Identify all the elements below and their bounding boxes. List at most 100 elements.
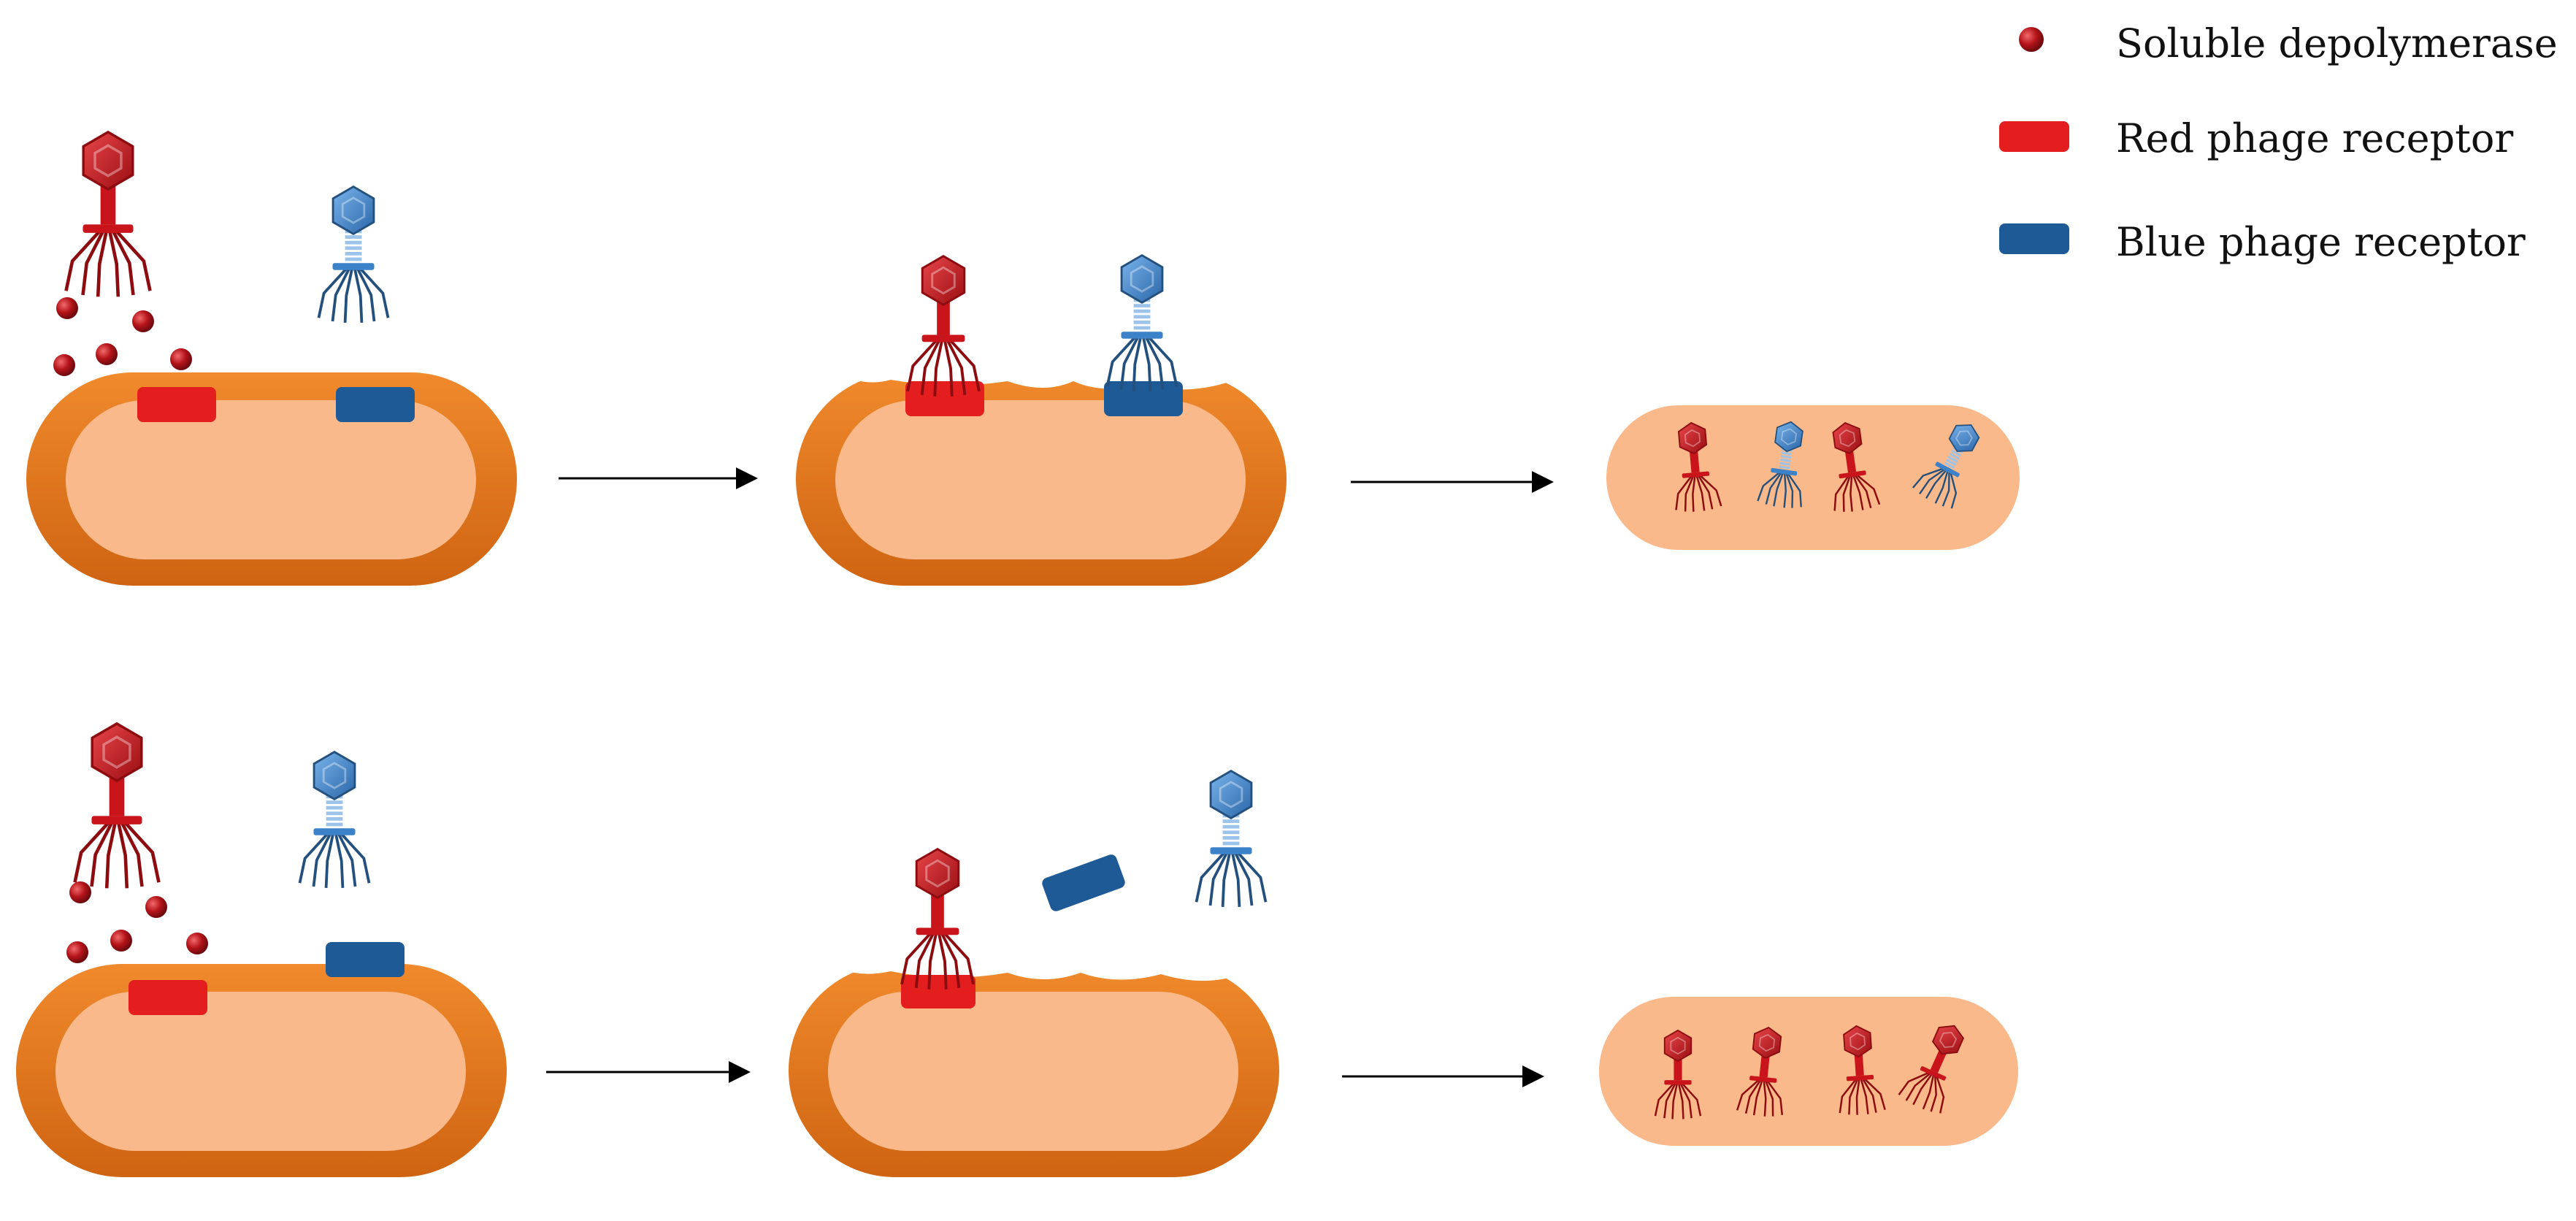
phage-tail bbox=[1689, 450, 1700, 473]
tail-fiber bbox=[1839, 1079, 1857, 1114]
phage-tail bbox=[1759, 1054, 1770, 1078]
tail-fiber bbox=[938, 933, 948, 990]
tail-fiber bbox=[1142, 337, 1152, 391]
blue-phage-icon bbox=[1105, 254, 1178, 391]
tail-fiber bbox=[1752, 1080, 1763, 1116]
phage-head bbox=[921, 254, 966, 307]
red-phage-icon bbox=[1839, 1025, 1886, 1115]
tail-fiber bbox=[1678, 1083, 1684, 1119]
tail-fiber bbox=[123, 822, 161, 883]
depolymerase-icon bbox=[69, 881, 91, 903]
tail-fiber bbox=[943, 932, 975, 985]
lysed-cell-2 bbox=[1599, 997, 2018, 1146]
tail-fiber bbox=[1912, 1073, 1933, 1106]
tail-fiber bbox=[1787, 473, 1802, 508]
phage-tail bbox=[1781, 451, 1793, 456]
baseplate bbox=[83, 224, 134, 233]
tail-fiber bbox=[104, 822, 117, 889]
tail-fiber bbox=[940, 933, 961, 989]
phage-head bbox=[1931, 1025, 1965, 1055]
red-receptor bbox=[129, 980, 207, 1015]
phage-head-facet bbox=[1684, 429, 1701, 448]
blue-receptor-icon bbox=[1999, 223, 2069, 254]
tail-fiber bbox=[1682, 1083, 1702, 1117]
baseplate bbox=[1920, 1066, 1947, 1081]
red-phage-icon bbox=[73, 722, 161, 889]
depolymerase-icon bbox=[53, 354, 75, 376]
phage-head bbox=[1209, 770, 1253, 819]
tail-fiber bbox=[1654, 1083, 1674, 1117]
tail-fiber bbox=[331, 267, 350, 322]
tail-fiber bbox=[1925, 470, 1947, 500]
tail-fiber bbox=[1862, 1079, 1877, 1113]
phage-head-facet bbox=[1219, 781, 1243, 808]
tail-fiber bbox=[1221, 852, 1231, 907]
tail-fiber bbox=[340, 832, 371, 884]
tail-fiber bbox=[298, 832, 329, 884]
phage-tail bbox=[1930, 1049, 1947, 1073]
red-phage-icon bbox=[1675, 421, 1722, 512]
red-sphere-icon bbox=[2019, 27, 2044, 52]
phage-head-facet bbox=[322, 762, 347, 789]
phage-head-facet bbox=[341, 196, 366, 224]
tail-fiber bbox=[343, 268, 353, 323]
tail-fiber bbox=[1854, 475, 1872, 508]
blue-receptor bbox=[336, 387, 415, 422]
phage-tail bbox=[1133, 321, 1151, 324]
tail-fiber bbox=[1237, 851, 1268, 903]
phage-head bbox=[1677, 421, 1708, 455]
tail-fiber bbox=[359, 267, 390, 318]
bacterial-cell-1 bbox=[26, 372, 517, 586]
tail-fiber bbox=[64, 230, 101, 291]
blue-phage-icon bbox=[298, 751, 371, 888]
depolymerase-icon bbox=[132, 310, 154, 332]
tail-fiber bbox=[1698, 475, 1714, 510]
phage-head bbox=[915, 847, 960, 900]
depolymerase-spheres bbox=[53, 297, 208, 963]
tail-fiber bbox=[920, 340, 940, 396]
tail-fiber bbox=[914, 933, 935, 989]
phages bbox=[64, 130, 1980, 1119]
bacterial-cell-2-digested bbox=[796, 369, 1289, 586]
phage-head bbox=[313, 751, 356, 800]
tail-fiber bbox=[1856, 474, 1881, 505]
tail-fiber bbox=[943, 340, 954, 397]
tail-fiber bbox=[1848, 1079, 1859, 1115]
phage-head-facet bbox=[1849, 1032, 1866, 1051]
blue-receptor bbox=[1104, 381, 1183, 416]
tail-fiber bbox=[1736, 1079, 1760, 1111]
tail-fiber bbox=[120, 822, 144, 887]
tail-fiber bbox=[1783, 472, 1787, 508]
tail-fiber bbox=[1195, 851, 1225, 903]
tail-fiber bbox=[1148, 336, 1178, 387]
tail-fiber bbox=[90, 822, 114, 887]
tail-fiber bbox=[1860, 1079, 1869, 1114]
red-phage-icon bbox=[900, 847, 975, 990]
phage-head bbox=[1752, 1026, 1782, 1060]
phage-tail bbox=[345, 246, 362, 250]
phage-tail bbox=[345, 235, 362, 239]
phage-tail bbox=[326, 817, 343, 821]
phage-tail bbox=[1222, 836, 1240, 840]
tail-fiber bbox=[1675, 475, 1693, 510]
tail-fiber bbox=[1234, 851, 1254, 906]
tail-fiber bbox=[1950, 472, 1958, 509]
red-phage-icon bbox=[1736, 1026, 1784, 1117]
baseplate bbox=[91, 816, 142, 824]
tail-fiber bbox=[1208, 851, 1228, 906]
baseplate bbox=[1846, 1074, 1874, 1082]
phage-tail bbox=[1133, 315, 1151, 319]
phage-tail bbox=[1844, 450, 1857, 473]
tail-fiber bbox=[1763, 1080, 1767, 1117]
detached-blue-receptor bbox=[1042, 854, 1125, 911]
row-bottom bbox=[16, 960, 2018, 1177]
phage-tail bbox=[1944, 462, 1955, 470]
legend-label: Soluble depolymerase bbox=[2116, 20, 2558, 66]
phage-head-facet bbox=[1939, 1031, 1958, 1049]
tail-fiber bbox=[1919, 468, 1945, 494]
tail-fiber bbox=[927, 933, 938, 990]
legend-item-blue-phage-receptor: Blue phage receptor bbox=[1999, 219, 2526, 265]
phage-tail bbox=[326, 822, 343, 827]
phage-tail bbox=[326, 805, 343, 810]
baseplate bbox=[921, 334, 965, 342]
